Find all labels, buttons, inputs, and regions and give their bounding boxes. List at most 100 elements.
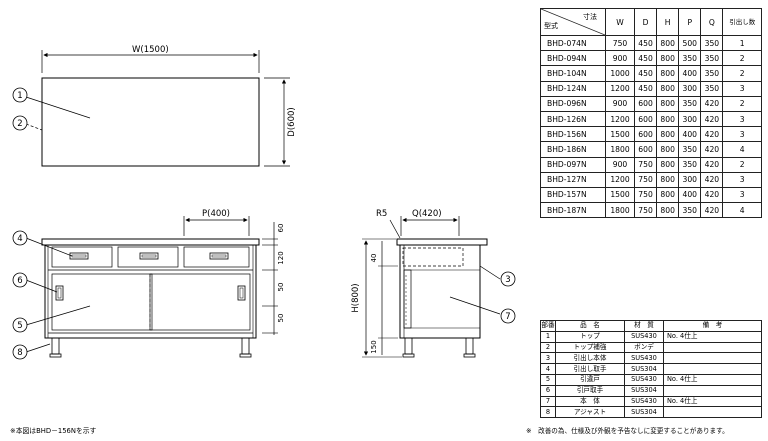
spec-value-cell: 750 [633,156,658,173]
spec-value-cell: 2 [722,95,762,112]
callout-5: 5 [17,321,22,331]
part-name-cell: 引出し本体 [555,352,625,365]
q-dimension: Q(420) [412,209,442,219]
spec-value-cell: 800 [656,110,680,128]
part-remarks-cell [663,352,762,365]
side-view [362,216,501,358]
spec-value-cell: 1500 [605,126,635,143]
spec-value-cell: 3 [722,171,762,188]
spec-model-cell: BHD-124N [540,80,606,97]
col-drawers: 引出し数 [722,8,762,36]
spec-value-cell: 420 [700,171,724,188]
front-dim-50b: 50 [277,314,285,323]
parts-col-no: 部番 [540,320,556,332]
col-q: Q [700,8,724,36]
diagonal-line [541,9,605,35]
part-material-cell: ボンデ [624,341,664,354]
callouts [12,87,516,360]
part-name-cell: 本 体 [555,395,625,408]
note-right: ※ 改善の為、仕様及び外観を予告なしに変更することがあります。 [526,427,729,435]
header-model-label: 型式 [544,22,558,30]
spec-model-cell: BHD-157N [540,186,606,204]
spec-value-cell: 800 [656,126,680,143]
spec-model-cell: BHD-094N [540,50,606,67]
spec-value-cell: 1200 [605,110,635,128]
spec-value-cell: 800 [656,65,680,82]
spec-value-cell: 350 [700,65,724,82]
part-remarks-cell [663,406,762,419]
part-material-cell: SUS430 [624,373,664,386]
part-material-cell: SUS430 [624,395,664,408]
spec-value-cell: 600 [633,141,658,158]
callout-8: 8 [17,348,22,358]
spec-value-cell: 600 [633,126,658,143]
callout-3: 3 [505,275,510,285]
spec-value-cell: 800 [656,34,680,52]
spec-value-cell: 450 [633,34,658,52]
callout-7: 7 [505,312,510,322]
part-no-cell: 8 [540,406,556,419]
spec-value-cell: 4 [722,141,762,158]
spec-value-cell: 750 [633,186,658,204]
spec-value-cell: 600 [633,110,658,128]
part-name-cell: 引出し取手 [555,363,625,375]
part-material-cell: SUS430 [624,352,664,365]
part-material-cell: SUS304 [624,406,664,419]
spec-value-cell: 420 [700,110,724,128]
part-no-cell: 2 [540,341,556,354]
part-no-cell: 3 [540,352,556,365]
spec-value-cell: 420 [700,156,724,173]
spec-value-cell: 420 [700,186,724,204]
spec-value-cell: 800 [656,171,680,188]
part-no-cell: 1 [540,330,556,343]
pitch-dimension: P(400) [202,209,230,219]
spec-model-cell: BHD-104N [540,65,606,82]
spec-value-cell: 500 [678,34,702,52]
height-dimension: H(800) [351,283,361,312]
spec-value-cell: 350 [700,50,724,67]
spec-value-cell: 900 [605,95,635,112]
spec-value-cell: 4 [722,202,762,219]
spec-value-cell: 2 [722,65,762,82]
spec-model-cell: BHD-186N [540,141,606,158]
spec-value-cell: 600 [633,95,658,112]
width-dimension: W(1500) [132,45,169,55]
spec-value-cell: 800 [656,95,680,112]
spec-value-cell: 300 [678,110,702,128]
part-material-cell: SUS304 [624,384,664,397]
plan-view [25,50,290,167]
spec-value-cell: 300 [678,80,702,97]
spec-header-row: 寸法 型式 W D H P Q 引出し数 [540,8,762,36]
spec-value-cell: 800 [656,202,680,219]
spec-value-cell: 420 [700,141,724,158]
spec-value-cell: 750 [633,171,658,188]
front-dim-60: 60 [277,224,285,233]
spec-value-cell: 350 [678,141,702,158]
spec-value-cell: 350 [678,202,702,219]
spec-value-cell: 800 [656,186,680,204]
spec-value-cell: 450 [633,65,658,82]
spec-value-cell: 3 [722,126,762,143]
spec-value-cell: 1200 [605,171,635,188]
spec-value-cell: 400 [678,65,702,82]
part-name-cell: トップ補強 [555,341,625,354]
depth-dimension: D(600) [287,107,297,136]
spec-value-cell: 750 [605,34,635,52]
spec-model-cell: BHD-096N [540,95,606,112]
spec-value-cell: 350 [700,34,724,52]
spec-model-cell: BHD-187N [540,202,606,219]
spec-value-cell: 2 [722,50,762,67]
spec-value-cell: 900 [605,156,635,173]
spec-value-cell: 300 [678,171,702,188]
